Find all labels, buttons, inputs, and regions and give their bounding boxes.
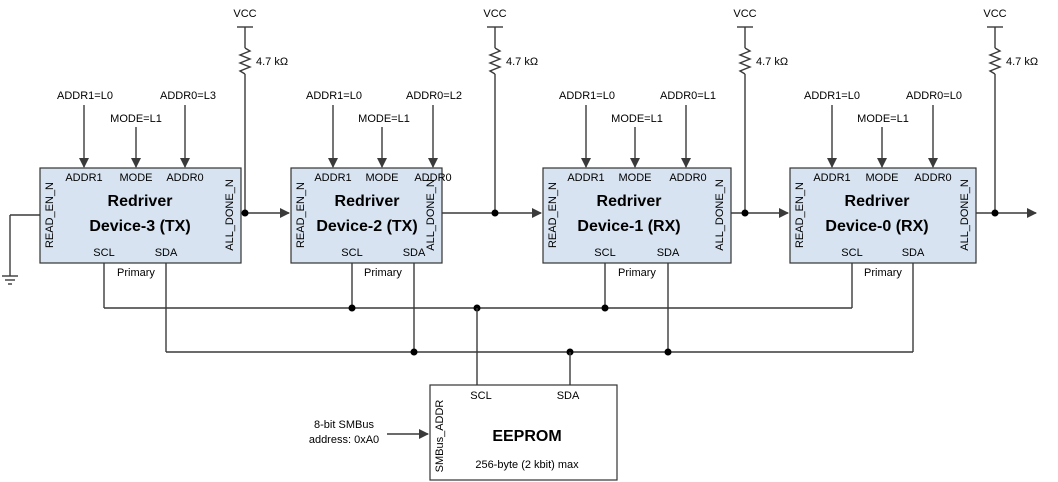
resistor-label: 4.7 kΩ: [256, 56, 288, 68]
vcc-label: VCC: [233, 8, 256, 20]
pullup-chain-2: VCC 4.7 kΩ: [442, 8, 542, 218]
primary-label: Primary: [364, 267, 402, 279]
pin-sda: SDA: [403, 247, 426, 259]
addr1-setting: ADDR1=L0: [559, 90, 615, 102]
pullup-chain-3: VCC 4.7 kΩ: [731, 8, 789, 218]
pin-mode: MODE: [120, 172, 153, 184]
vcc-label: VCC: [983, 8, 1006, 20]
addr1-setting: ADDR1=L0: [804, 90, 860, 102]
pin-mode: MODE: [619, 172, 652, 184]
pullup-chain-1: VCC 4.7 kΩ: [233, 8, 290, 218]
device-1: Redriver Device-1 (RX) ADDR1 MODE ADDR0 …: [542, 90, 732, 352]
ground-symbol: [2, 214, 40, 285]
resistor-symbol: [988, 47, 1002, 75]
primary-label: Primary: [864, 267, 902, 279]
mode-setting: MODE=L1: [611, 113, 663, 125]
resistor-label: 4.7 kΩ: [1006, 56, 1038, 68]
pin-read-en: READ_EN_N: [44, 182, 56, 248]
pin-addr0: ADDR0: [414, 172, 451, 184]
device-box: [542, 167, 732, 264]
device-box: [290, 167, 443, 264]
pin-all-done: ALL_DONE_N: [714, 179, 726, 251]
pin-sda: SDA: [902, 247, 925, 259]
pin-scl: SCL: [93, 247, 114, 259]
addr0-setting: ADDR0=L2: [406, 90, 462, 102]
device-title-line1: Redriver: [335, 193, 400, 210]
addr1-setting: ADDR1=L0: [306, 90, 362, 102]
pin-addr0: ADDR0: [669, 172, 706, 184]
resistor-symbol: [488, 47, 502, 75]
device-title-line2: Device-1 (RX): [577, 218, 680, 235]
pin-read-en: READ_EN_N: [295, 182, 307, 248]
addr0-setting: ADDR0=L0: [906, 90, 962, 102]
mode-setting: MODE=L1: [358, 113, 410, 125]
mode-setting: MODE=L1: [857, 113, 909, 125]
eeprom-addr-note-2: address: 0xA0: [309, 434, 379, 446]
pin-scl: SCL: [594, 247, 615, 259]
addr0-setting: ADDR0=L3: [160, 90, 216, 102]
pin-addr1: ADDR1: [813, 172, 850, 184]
eeprom-addr-note-1: 8-bit SMBus: [314, 419, 374, 431]
pin-scl: SCL: [841, 247, 862, 259]
pin-all-done: ALL_DONE_N: [224, 179, 236, 251]
pin-addr1: ADDR1: [567, 172, 604, 184]
mode-setting: MODE=L1: [110, 113, 162, 125]
eeprom-sda: SDA: [557, 390, 580, 402]
device-title-line2: Device-2 (TX): [316, 218, 417, 235]
pin-addr0: ADDR0: [166, 172, 203, 184]
device-box: [39, 167, 242, 264]
resistor-symbol: [238, 47, 252, 75]
device-title-line1: Redriver: [108, 193, 173, 210]
device-title-line1: Redriver: [845, 193, 910, 210]
device-title-line2: Device-3 (TX): [89, 218, 190, 235]
junction-dots: [348, 304, 672, 356]
eeprom-box: [429, 384, 618, 481]
device-title-line2: Device-0 (RX): [825, 218, 928, 235]
eeprom-scl: SCL: [470, 390, 491, 402]
eeprom-addr-pin: SMBus_ADDR: [434, 400, 446, 473]
pin-mode: MODE: [866, 172, 899, 184]
eeprom: SCL SDA SMBus_ADDR EEPROM 256-byte (2 kb…: [309, 308, 618, 481]
vcc-label: VCC: [483, 8, 506, 20]
pin-addr1: ADDR1: [314, 172, 351, 184]
device-2: Redriver Device-2 (TX) ADDR1 MODE ADDR0 …: [290, 90, 462, 352]
eeprom-subtitle: 256-byte (2 kbit) max: [475, 459, 579, 471]
pin-scl: SCL: [341, 247, 362, 259]
pin-read-en: READ_EN_N: [794, 182, 806, 248]
device-box: [789, 167, 977, 264]
pullup-chain-4: VCC 4.7 kΩ: [976, 8, 1038, 218]
eeprom-title: EEPROM: [492, 428, 561, 445]
pin-read-en: READ_EN_N: [547, 182, 559, 248]
primary-label: Primary: [117, 267, 155, 279]
vcc-label: VCC: [733, 8, 756, 20]
device-3: Redriver Device-3 (TX) ADDR1 MODE ADDR0 …: [39, 90, 242, 352]
pin-sda: SDA: [657, 247, 680, 259]
resistor-label: 4.7 kΩ: [756, 56, 788, 68]
pin-addr0: ADDR0: [914, 172, 951, 184]
pin-addr1: ADDR1: [65, 172, 102, 184]
device-title-line1: Redriver: [597, 193, 662, 210]
addr1-setting: ADDR1=L0: [57, 90, 113, 102]
primary-label: Primary: [618, 267, 656, 279]
device-0: Redriver Device-0 (RX) ADDR1 MODE ADDR0 …: [789, 90, 977, 352]
pin-mode: MODE: [366, 172, 399, 184]
pin-sda: SDA: [155, 247, 178, 259]
resistor-symbol: [738, 47, 752, 75]
pin-all-done: ALL_DONE_N: [959, 179, 971, 251]
addr0-setting: ADDR0=L1: [660, 90, 716, 102]
resistor-label: 4.7 kΩ: [506, 56, 538, 68]
pin-all-done: ALL_DONE_N: [425, 179, 437, 251]
